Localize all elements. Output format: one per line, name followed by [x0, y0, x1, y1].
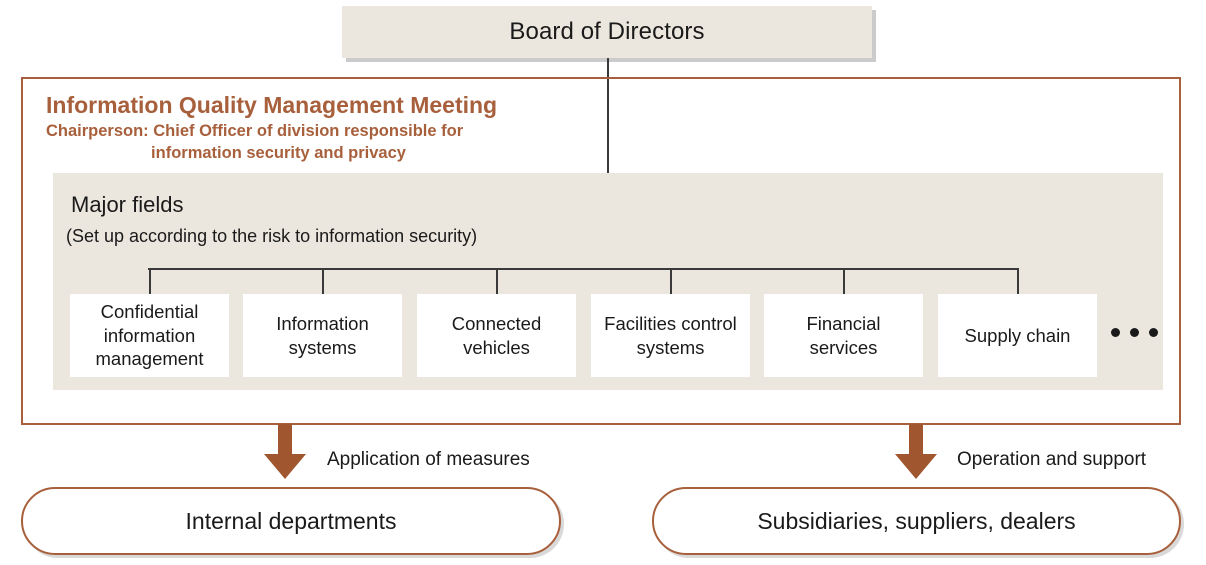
major-fields-subheading: (Set up according to the risk to informa… [66, 226, 478, 246]
major-field-connector-stem [1016, 268, 1019, 294]
board-of-directors-box: Board of Directors [342, 6, 872, 58]
major-field-label: Connected vehicles [451, 312, 542, 358]
major-field-connector-stem [321, 268, 324, 294]
major-field-label: Financial services [806, 312, 881, 358]
operation-and-support-arrow [895, 424, 937, 482]
destination-label: Internal departments [185, 507, 397, 534]
meeting-title: Information Quality Management Meeting [46, 92, 498, 118]
major-field-label: Supply chain [964, 324, 1071, 346]
information-quality-management-meeting-box [21, 77, 1181, 425]
destination-box[interactable]: Subsidiaries, suppliers, dealers [652, 487, 1181, 555]
major-field-connector-stem [669, 268, 672, 294]
destination-box[interactable]: Internal departments [21, 487, 561, 555]
flow-label: Application of measures [327, 449, 530, 470]
major-field-box[interactable]: Confidential information management [70, 294, 229, 377]
board-of-directors-label: Board of Directors [509, 18, 705, 45]
major-fields-heading: Major fields [71, 192, 184, 217]
chairperson-line-1: Chairperson: Chief Officer of division r… [46, 122, 464, 140]
major-field-connector-stem [148, 268, 151, 294]
major-field-label: Confidential information management [95, 300, 204, 370]
application-of-measures-arrow [264, 424, 306, 482]
board-trunk-line [607, 58, 609, 270]
flow-label: Operation and support [957, 449, 1147, 470]
fields-connector-bar [148, 268, 1019, 270]
major-field-box[interactable]: Financial services [764, 294, 923, 377]
more-fields-ellipsis-icon [1111, 328, 1158, 337]
major-field-label: Information systems [276, 312, 369, 358]
major-field-box[interactable]: Facilities control systems [591, 294, 750, 377]
major-field-box[interactable]: Connected vehicles [417, 294, 576, 377]
major-field-connector-stem [842, 268, 845, 294]
chairperson-line-2: information security and privacy [151, 143, 406, 162]
major-field-label: Facilities control systems [604, 312, 737, 358]
major-field-box[interactable]: Supply chain [938, 294, 1097, 377]
meeting-chairperson: Chairperson: Chief Officer of division r… [46, 121, 566, 165]
major-field-box[interactable]: Information systems [243, 294, 402, 377]
destination-label: Subsidiaries, suppliers, dealers [757, 507, 1076, 534]
major-field-connector-stem [495, 268, 498, 294]
